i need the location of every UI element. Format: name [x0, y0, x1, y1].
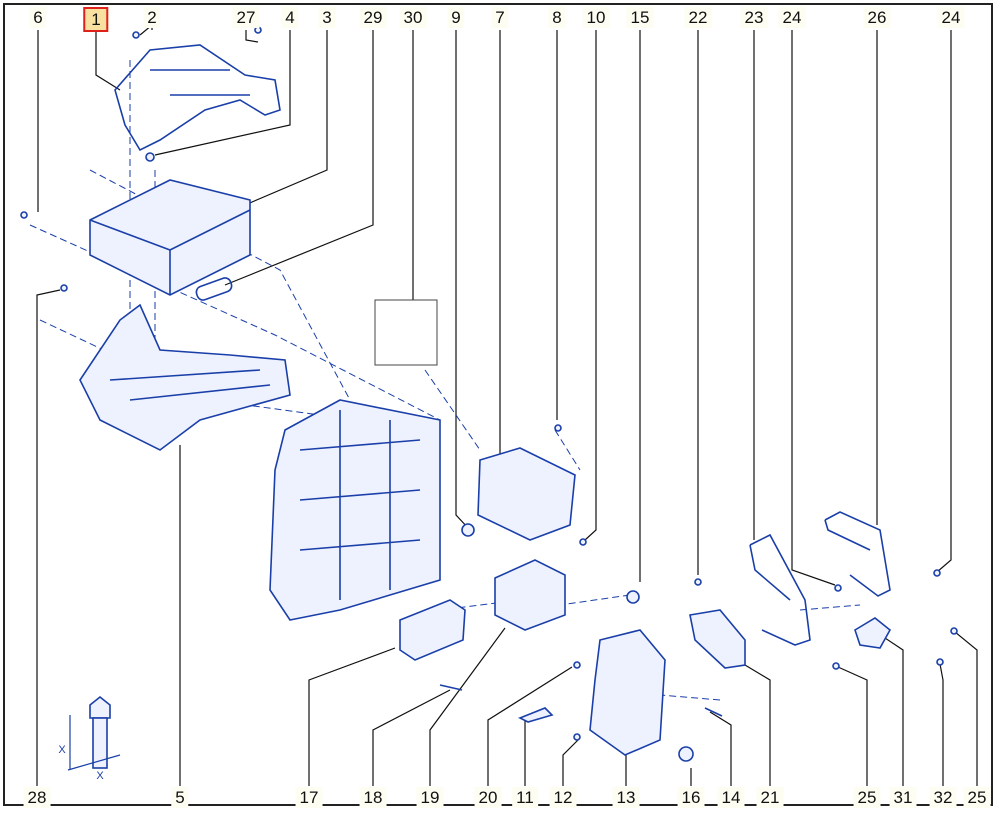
part-29-seal	[195, 277, 233, 301]
bolt-dimension-legend	[67, 695, 121, 771]
callout-label-top-7[interactable]: 7	[491, 7, 509, 28]
callout-label-bottom-21[interactable]: 21	[756, 787, 784, 808]
callout-label-bottom-5[interactable]: 5	[171, 787, 189, 808]
part-31-clip	[854, 617, 892, 649]
fasteners	[20, 26, 958, 762]
part-17-unit	[399, 599, 466, 661]
callout-label-top-15[interactable]: 15	[626, 7, 654, 28]
leader-line	[487, 666, 573, 786]
assembly-details	[299, 410, 421, 600]
part-7-module	[477, 447, 576, 541]
callout-label-bottom-32[interactable]: 32	[929, 787, 957, 808]
callout-label-top-22[interactable]: 22	[684, 7, 712, 28]
leader-line	[95, 30, 121, 91]
callout-label-bottom-25[interactable]: 25	[963, 787, 991, 808]
callout-label-bottom-14[interactable]: 14	[717, 787, 745, 808]
callout-label-bottom-13[interactable]: 13	[612, 787, 640, 808]
callout-label-bottom-18[interactable]: 18	[359, 787, 387, 808]
part-3-edge	[89, 209, 251, 295]
callout-label-top-1[interactable]: 1	[83, 7, 109, 32]
part-5-details	[109, 369, 271, 401]
power-module-assembly	[269, 399, 441, 621]
callout-label-bottom-31[interactable]: 31	[889, 787, 917, 808]
callout-label-top-30[interactable]: 30	[399, 7, 427, 28]
callout-label-top-6[interactable]: 6	[29, 7, 47, 28]
dim-x-horizontal: X	[96, 770, 104, 782]
leader-line	[455, 30, 471, 531]
leader-line	[224, 30, 374, 286]
part-13-housing	[589, 629, 666, 756]
leader-line	[939, 663, 944, 786]
leader-line	[791, 30, 836, 586]
part-21-bracket	[689, 609, 746, 669]
callout-label-top-23[interactable]: 23	[740, 7, 768, 28]
callout-label-bottom-28[interactable]: 28	[23, 787, 51, 808]
leader-line	[372, 689, 451, 786]
callout-label-bottom-20[interactable]: 20	[474, 787, 502, 808]
part-3-housing	[89, 179, 251, 296]
leader-line	[936, 30, 952, 573]
leader-line	[562, 739, 579, 786]
leader-line	[245, 30, 259, 43]
callout-label-bottom-25[interactable]: 25	[853, 787, 881, 808]
callout-label-top-8[interactable]: 8	[548, 7, 566, 28]
callout-label-top-9[interactable]: 9	[447, 7, 465, 28]
callout-label-top-4[interactable]: 4	[281, 7, 299, 28]
part-1-bracket	[114, 44, 281, 152]
leader-line	[744, 664, 771, 786]
part-19-box	[494, 559, 566, 631]
callout-label-bottom-11[interactable]: 11	[512, 787, 538, 808]
leader-line	[308, 647, 396, 786]
dim-x-vertical: X	[58, 744, 66, 756]
callout-label-top-24[interactable]: 24	[937, 7, 965, 28]
leader-line	[881, 635, 904, 786]
callout-label-top-2[interactable]: 2	[143, 7, 161, 28]
leader-line	[709, 711, 732, 786]
leader-line	[36, 289, 61, 786]
callout-label-top-3[interactable]: 3	[318, 7, 336, 28]
leader-line	[154, 30, 291, 156]
callout-label-top-24[interactable]: 24	[778, 7, 806, 28]
callout-label-bottom-17[interactable]: 17	[295, 787, 323, 808]
part-23-bracket	[749, 533, 811, 646]
callout-label-top-26[interactable]: 26	[863, 7, 891, 28]
leader-line	[837, 666, 868, 786]
part-26-bracket	[824, 511, 891, 597]
leader-line	[954, 631, 978, 786]
callout-label-bottom-19[interactable]: 19	[416, 787, 444, 808]
leader-line	[429, 627, 506, 786]
callout-label-top-29[interactable]: 29	[359, 7, 387, 28]
part-30-label	[374, 299, 438, 366]
callout-label-top-27[interactable]: 27	[232, 7, 260, 28]
part-5-frame	[79, 303, 291, 451]
leader-line	[244, 30, 328, 206]
leader-line	[584, 30, 597, 541]
callout-label-top-10[interactable]: 10	[582, 7, 610, 28]
callout-label-bottom-12[interactable]: 12	[549, 787, 577, 808]
callout-label-bottom-16[interactable]: 16	[677, 787, 705, 808]
